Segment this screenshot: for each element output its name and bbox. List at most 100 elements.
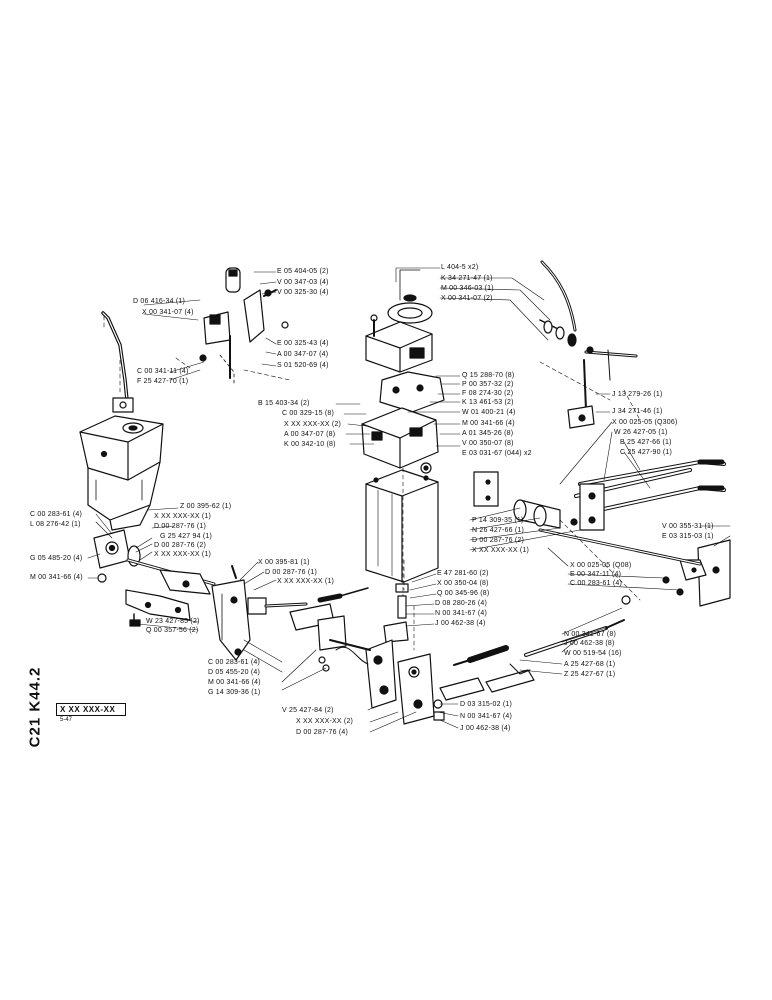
part-label: G 25 427 94 (1)	[160, 533, 213, 540]
lower-center-brackets	[317, 615, 445, 725]
part-label: X 00 025-05 (Q08)	[570, 562, 632, 569]
lower-center-arm	[211, 565, 369, 661]
part-label: V 00 350-07 (8)	[462, 440, 514, 447]
part-label: W 26 427-05 (1)	[614, 429, 668, 436]
part-label: X 00 350-04 (8)	[437, 580, 489, 587]
part-number-text: X XX XXX-XX	[60, 705, 116, 714]
part-label: D 00 287-76 (4)	[296, 729, 349, 736]
central-valve-body	[361, 371, 445, 474]
part-label: K 00 342-10 (8)	[284, 441, 336, 448]
part-label: Q 00 345-96 (8)	[437, 590, 490, 597]
part-label: B 25 427-66 (1)	[620, 439, 672, 446]
part-label: K 34 271-47 (1)	[441, 275, 493, 282]
part-label: X XX XXX-XX (1)	[277, 578, 335, 585]
part-label: J 34 271-46 (1)	[612, 408, 663, 415]
central-valve-head	[365, 269, 433, 373]
sub-code: 5-47	[60, 717, 73, 723]
part-label: B 15 403-34 (2)	[258, 400, 310, 407]
part-label: N 26 427-66 (1)	[472, 527, 525, 534]
part-label: X 00 341-07 (4)	[142, 309, 194, 316]
part-label: G 14 309-36 (1)	[208, 689, 261, 696]
part-label: G 05 485-20 (4)	[30, 555, 83, 562]
part-label: X XX XXX-XX (1)	[154, 551, 212, 558]
part-label: L 404-5 x2)	[441, 264, 479, 271]
part-label: F 08 274-30 (2)	[462, 390, 514, 397]
part-label: Z 25 427-67 (1)	[564, 671, 616, 678]
part-label: E 00 347-11 (4)	[570, 571, 622, 578]
part-label: F 25 427-70 (1)	[137, 378, 189, 385]
group-code-text: C21 K44.2	[26, 666, 44, 748]
part-label: Q 00 357-56 (2)	[146, 627, 199, 634]
part-label: V 00 325-30 (4)	[277, 289, 329, 296]
part-label: D 05 455-20 (4)	[208, 669, 261, 676]
part-label: D 03 315-02 (1)	[460, 701, 513, 708]
small-handle-parts	[199, 267, 289, 386]
part-label: C 00 283-61 (4)	[30, 511, 83, 518]
part-label: X 00 395-81 (1)	[258, 559, 310, 566]
part-label: D 00 287-76 (1)	[154, 523, 207, 530]
part-label: W 00 519-54 (16)	[564, 650, 622, 657]
part-label: J 00 462-38 (4)	[435, 620, 486, 627]
part-label: V 00 355-31 (1)	[662, 523, 714, 530]
part-label: J 13 279-26 (1)	[612, 391, 663, 398]
part-label: P 14 309-35 (1)	[472, 517, 524, 524]
part-label: E 03 315-03 (1)	[662, 533, 714, 540]
part-label: C 00 283-61 (4)	[208, 659, 261, 666]
left-control-lever	[101, 311, 134, 413]
group-code-vertical: C21 K44.2	[22, 666, 48, 748]
part-label: W 23 427-85 (2)	[146, 618, 200, 625]
part-label: K 13 461-53 (2)	[462, 399, 514, 406]
part-label: N 00 341-67 (4)	[460, 713, 513, 720]
part-label: C 00 341-11 (4)	[137, 368, 189, 375]
leader-lines	[87, 267, 731, 733]
part-label: M 00 341-66 (4)	[462, 420, 515, 427]
part-label: C 00 329-15 (8)	[282, 410, 335, 417]
part-label: X XX XXX-XX (2)	[296, 718, 354, 725]
part-label: P 00 357-32 (2)	[462, 381, 514, 388]
part-label: X XX XXX-XX (1)	[472, 547, 530, 554]
part-label: V 25 427-84 (2)	[282, 707, 334, 714]
part-label: M 00 346-03 (1)	[441, 285, 494, 292]
part-label: A 25 427-68 (1)	[564, 661, 616, 668]
part-label: J 00 462-38 (8)	[564, 640, 615, 647]
part-label: D 00 287-76 (2)	[154, 542, 207, 549]
left-gear-housing	[79, 415, 164, 531]
lower-left-pivot	[93, 529, 216, 627]
part-label: E 03 031-67 (044) x2	[462, 450, 532, 457]
part-label: M 00 341-66 (4)	[208, 679, 261, 686]
part-label: E 47 281-60 (2)	[437, 570, 489, 577]
part-label: D 08 280-26 (4)	[435, 600, 488, 607]
part-label: Z 00 395-62 (1)	[180, 503, 232, 510]
part-label: Q 15 288-70 (8)	[462, 372, 515, 379]
part-label: X 00 025-05 (Q306)	[612, 419, 678, 426]
part-label: X 00 341-07 (2)	[441, 295, 493, 302]
part-label: J 00 462-38 (4)	[460, 725, 511, 732]
part-label: A 01 345-26 (8)	[462, 430, 514, 437]
part-number-box: X XX XXX-XX	[56, 703, 126, 716]
part-label: E 00 325-43 (4)	[277, 340, 329, 347]
part-label: W 01 400-21 (4)	[462, 409, 516, 416]
part-label: S 01 520-69 (4)	[277, 362, 329, 369]
part-label: X XX XXX-XX (2)	[284, 421, 342, 428]
part-label: D 06 416-34 (1)	[133, 298, 186, 305]
part-label: N 00 341-67 (8)	[564, 631, 617, 638]
part-label: A 00 347-07 (8)	[284, 431, 336, 438]
part-label: D 00 287-76 (1)	[265, 569, 318, 576]
central-cylinder	[365, 469, 439, 643]
part-label: L 08 276-42 (1)	[30, 521, 81, 528]
part-label: C 00 283-61 (4)	[570, 580, 623, 587]
part-label: N 00 341-67 (4)	[435, 610, 488, 617]
part-label: A 00 347-07 (4)	[277, 351, 329, 358]
part-label: X XX XXX-XX (1)	[154, 513, 212, 520]
part-label: V 00 347-03 (4)	[277, 279, 329, 286]
right-long-rods	[539, 260, 638, 429]
part-label: E 05 404-05 (2)	[277, 268, 329, 275]
dashed-reference-lines	[103, 315, 641, 651]
right-bracket	[538, 528, 731, 607]
lower-rods	[439, 595, 631, 701]
part-label: M 00 341-66 (4)	[30, 574, 83, 581]
part-label: D 00 287-76 (2)	[472, 537, 525, 544]
part-label: C 25 427-90 (1)	[620, 449, 673, 456]
right-lever-arms	[473, 459, 726, 531]
